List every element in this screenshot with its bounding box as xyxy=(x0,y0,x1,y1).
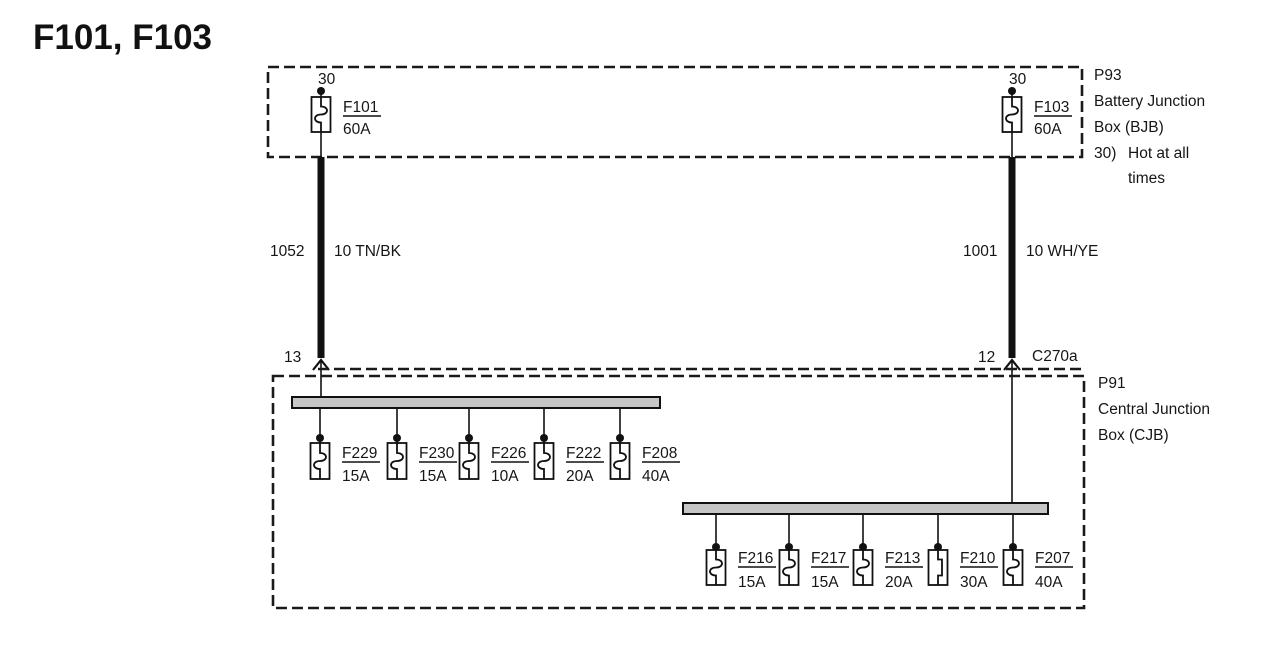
terminal-dot xyxy=(540,434,548,442)
central-junction-box: P91 Central Junction Box (CJB) F22915AF2… xyxy=(271,374,1210,610)
fuse-rating: 20A xyxy=(885,574,913,591)
fuse-rating: 30A xyxy=(960,574,988,591)
fuse-rating: 60A xyxy=(1034,121,1062,138)
busbar-2-fuses: F216 15A F217 15A F213 20A F210 30A F207 40A xyxy=(705,514,1073,591)
connector-pin-chevron-icon xyxy=(1003,358,1021,371)
fuse-rating: 15A xyxy=(811,574,839,591)
fuse-f213: F213 20A xyxy=(852,514,923,591)
busbar-1-fuses: F229 15A F230 15A F226 10A F222 20A F208 40A xyxy=(309,408,680,485)
fuse-icon xyxy=(462,443,476,479)
fuse-icon xyxy=(782,550,796,585)
fuse-f222: F222 20A xyxy=(533,408,604,485)
fuse-name: F230 xyxy=(419,445,455,462)
wire-size-color: 10 TN/BK xyxy=(334,243,402,260)
connector-pin-number: 12 xyxy=(978,349,995,366)
fuse-name: F207 xyxy=(1035,550,1070,567)
connector-id: C270a xyxy=(1032,348,1078,365)
terminal-dot xyxy=(316,434,324,442)
fuse-name: F222 xyxy=(566,445,601,462)
fuse-icon xyxy=(314,97,328,132)
fuse-rating: 40A xyxy=(1035,574,1063,591)
terminal-dot xyxy=(465,434,473,442)
busbar-1 xyxy=(291,396,661,409)
cartridge-fuse-icon xyxy=(937,550,943,585)
fuse-name: F217 xyxy=(811,550,846,567)
fuse-icon xyxy=(856,550,870,585)
fuse-rating: 60A xyxy=(343,121,371,138)
terminal-dot xyxy=(1009,543,1017,551)
fuse-icon xyxy=(390,443,404,479)
diagram-title: F101, F103 xyxy=(33,18,212,57)
terminal-dot xyxy=(934,543,942,551)
fuse-name: F216 xyxy=(738,550,773,567)
fuse-rating: 15A xyxy=(342,468,370,485)
left-feed-wire: 1052 10 TN/BK 13 xyxy=(270,157,402,397)
cjb-boundary xyxy=(271,374,1086,610)
cjb-name-line-1: Central Junction xyxy=(1098,401,1210,418)
fuse-f217: F217 15A xyxy=(778,514,849,591)
fuse-name: F101 xyxy=(343,99,378,116)
fuse-pin-label: 30 xyxy=(1009,71,1027,88)
fuse-f207: F207 40A xyxy=(1002,514,1073,591)
fuse-rating: 10A xyxy=(491,468,519,485)
fuse-rating: 15A xyxy=(738,574,766,591)
fuse-pin-label: 30 xyxy=(318,71,336,88)
connector-pin-chevron-icon xyxy=(312,358,330,371)
busbar-2 xyxy=(682,502,1049,515)
bjb-id: P93 xyxy=(1094,67,1122,84)
bjb-boundary xyxy=(266,65,1084,159)
terminal-dot xyxy=(616,434,624,442)
bjb-note-ref: 30) xyxy=(1094,145,1116,162)
fuse-rating: 40A xyxy=(642,468,670,485)
terminal-dot xyxy=(1008,87,1016,95)
terminal-dot xyxy=(317,87,325,95)
cjb-name-line-2: Box (CJB) xyxy=(1098,427,1169,444)
fuse-name: F213 xyxy=(885,550,920,567)
bjb-note-line-1: Hot at all xyxy=(1128,145,1189,162)
connector-pin-number: 13 xyxy=(284,349,301,366)
fuse-icon xyxy=(1005,97,1019,132)
terminal-dot xyxy=(393,434,401,442)
fuse-f230: F230 15A xyxy=(386,408,457,485)
fuse-name: F229 xyxy=(342,445,377,462)
cjb-id: P91 xyxy=(1098,375,1126,392)
terminal-dot xyxy=(712,543,720,551)
fuse-f226: F226 10A xyxy=(458,408,529,485)
wire-circuit-number: 1001 xyxy=(963,243,997,260)
fuse-rating: 20A xyxy=(566,468,594,485)
wire-size-color: 10 WH/YE xyxy=(1026,243,1098,260)
fuse-icon xyxy=(1006,550,1020,585)
fuse-icon xyxy=(709,550,723,585)
wire-circuit-number: 1052 xyxy=(270,243,304,260)
fuse-f216: F216 15A xyxy=(705,514,776,591)
connector: C270a xyxy=(318,348,1082,371)
fuse-icon xyxy=(537,443,551,479)
battery-junction-box: P93 Battery Junction Box (BJB) 30) Hot a… xyxy=(266,65,1205,187)
fuse-f210: F210 30A xyxy=(927,514,998,591)
fuse-name: F208 xyxy=(642,445,677,462)
bjb-note-line-2: times xyxy=(1128,170,1165,187)
fuse-name: F103 xyxy=(1034,99,1069,116)
right-feed-wire: 1001 10 WH/YE 12 xyxy=(963,157,1098,503)
fuse-rating: 15A xyxy=(419,468,447,485)
fuse-f229: F229 15A xyxy=(309,408,380,485)
bjb-name-line-2: Box (BJB) xyxy=(1094,119,1164,136)
fuse-icon xyxy=(613,443,627,479)
fuse-name: F226 xyxy=(491,445,526,462)
fuse-icon xyxy=(313,443,327,479)
terminal-dot xyxy=(785,543,793,551)
fuse-name: F210 xyxy=(960,550,996,567)
fuse-f208: F208 40A xyxy=(609,408,680,485)
bjb-name-line-1: Battery Junction xyxy=(1094,93,1205,110)
terminal-dot xyxy=(859,543,867,551)
